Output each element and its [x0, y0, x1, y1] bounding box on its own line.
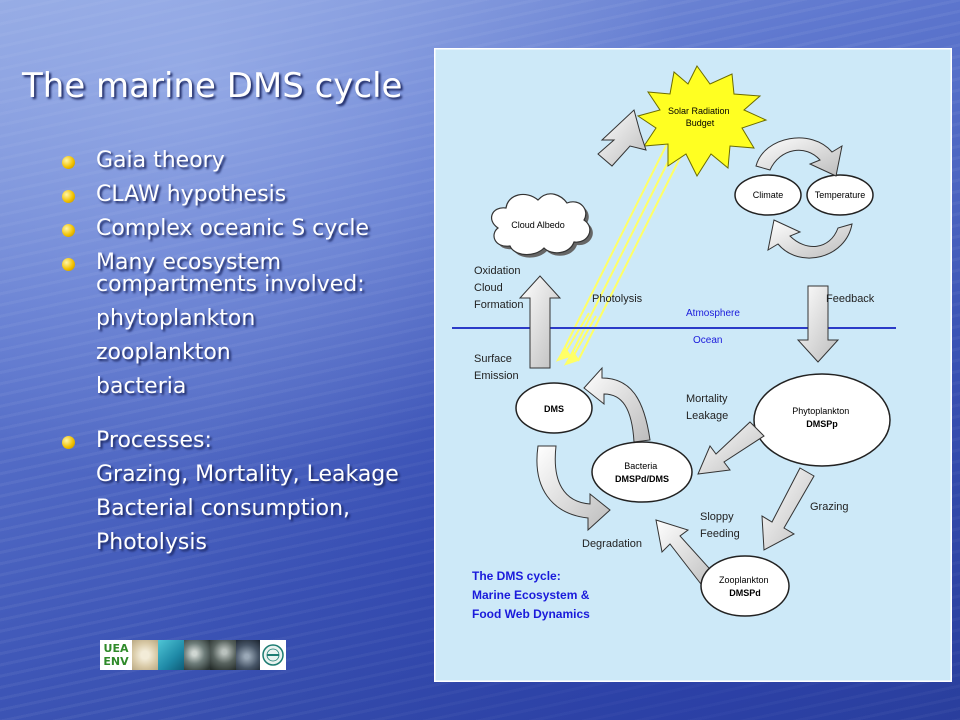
institute-seal-logo	[260, 640, 286, 670]
compartment-phytoplankton: phytoplankton	[96, 306, 256, 331]
uea-env-logo: UEA ENV	[100, 640, 132, 670]
bullet-dot-icon	[62, 156, 75, 169]
bullet-dot-icon	[62, 436, 75, 449]
dms-node	[515, 382, 593, 434]
temperature-node	[806, 174, 874, 216]
sun-icon	[636, 65, 768, 178]
bullet-text: Many ecosystem compartments involved:	[96, 250, 365, 297]
cloud-albedo-label: Cloud Albedo	[511, 220, 565, 230]
surface-emission-label: Surface Emission	[474, 353, 519, 382]
bullet-compartments: Many ecosystem compartments involved:	[62, 252, 432, 296]
process-grazing-mortality-leakage: Grazing, Mortality, Leakage	[96, 462, 399, 487]
arrow-to-sun	[597, 109, 647, 167]
sun-label: Solar Radiation Budget	[668, 106, 732, 128]
bullet-gaia-theory: Gaia theory	[62, 150, 432, 172]
ocean-image	[158, 640, 184, 670]
oxidation-label: Oxidation Cloud Formation	[474, 265, 524, 311]
bullet-dot-icon	[62, 190, 75, 203]
bullet-dot-icon	[62, 258, 75, 271]
atmosphere-label: Atmosphere	[686, 308, 740, 319]
process-photolysis: Photolysis	[96, 530, 207, 555]
climate-to-temperature-arrow	[755, 137, 843, 177]
diatom-image	[132, 640, 158, 670]
degradation-arrow	[536, 445, 611, 532]
zooplankton-node	[700, 555, 790, 617]
feedback-down-arrow	[796, 285, 840, 363]
plankton-micrograph-image	[184, 640, 210, 670]
zooplankton-label: Zooplankton DMSPd	[719, 575, 771, 598]
grazing-arrow	[761, 467, 815, 551]
bullet-dot-icon	[62, 224, 75, 237]
climate-label: Climate	[753, 190, 784, 200]
phytoplankton-node	[753, 373, 891, 467]
degradation-label: Degradation	[582, 538, 642, 550]
mortality-label: Mortality Leakage	[686, 393, 731, 422]
process-bacterial-consumption: Bacterial consumption,	[96, 496, 351, 521]
sloppy-feeding-label: Sloppy Feeding	[700, 511, 740, 540]
phytoplankton-label: Phytoplankton DMSPp	[792, 406, 852, 429]
cells-micrograph-image	[210, 640, 236, 670]
bullet-text: Processes:	[96, 428, 212, 453]
dms-cycle-diagram: Atmosphere Ocean Solar Radiation Budget …	[434, 48, 952, 682]
temperature-to-climate-arrow	[767, 219, 853, 259]
bullet-text: Complex oceanic S cycle	[96, 216, 370, 241]
bacteria-micrograph-image	[236, 640, 260, 670]
bacteria-to-dms-arrow	[583, 366, 651, 443]
climate-node	[734, 174, 802, 216]
diagram-caption: The DMS cycle: Marine Ecosystem & Food W…	[472, 569, 593, 621]
oxidation-up-arrow	[518, 275, 562, 369]
bullet-claw-hypothesis: CLAW hypothesis	[62, 184, 432, 206]
grazing-label: Grazing	[810, 501, 849, 513]
photolysis-rays	[555, 139, 686, 366]
bullet-list: Gaia theory CLAW hypothesis Complex ocea…	[62, 150, 432, 566]
feedback-label: Feedback	[826, 293, 875, 305]
logo-strip: UEA ENV	[100, 640, 286, 670]
bullet-processes: Processes:	[62, 430, 432, 452]
slide-title: The marine DMS cycle	[22, 66, 403, 106]
mortality-arrow	[697, 421, 765, 475]
bullet-text: CLAW hypothesis	[96, 182, 287, 207]
bullet-text: Gaia theory	[96, 148, 225, 173]
bullet-complex-s-cycle: Complex oceanic S cycle	[62, 218, 432, 240]
compartment-zooplankton: zooplankton	[96, 340, 231, 365]
bacteria-node	[591, 441, 693, 503]
bacteria-label: Bacteria DMSPd/DMS	[615, 461, 669, 484]
cloud-icon	[490, 193, 593, 258]
temperature-label: Temperature	[815, 190, 866, 200]
photolysis-label: Photolysis	[592, 293, 643, 305]
compartment-bacteria: bacteria	[96, 374, 187, 399]
ocean-label: Ocean	[693, 335, 722, 346]
dms-label: DMS	[544, 404, 564, 414]
sloppy-feeding-arrow	[655, 519, 719, 589]
